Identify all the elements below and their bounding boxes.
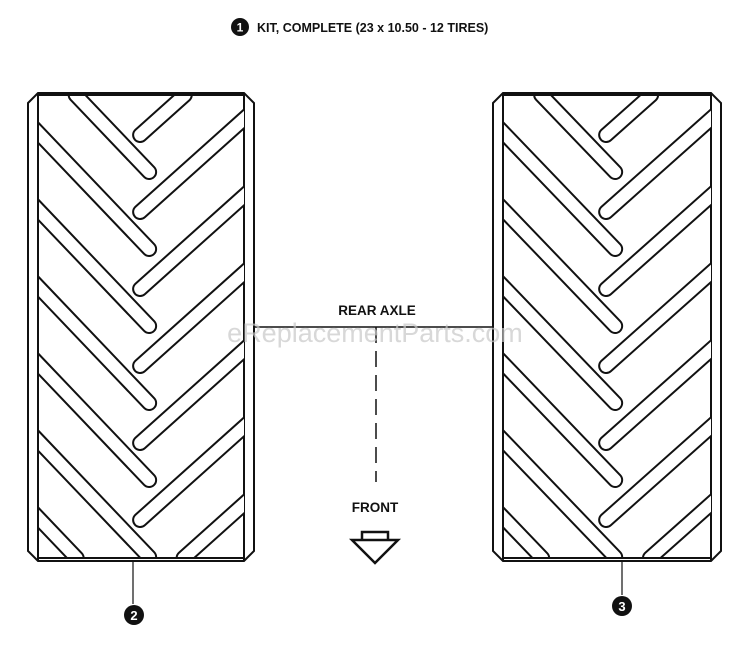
tread-lug-fill — [504, 509, 549, 558]
tread-lug-fill — [600, 418, 711, 526]
tread-lug-fill — [134, 110, 244, 218]
tread-lug-fill — [134, 341, 244, 449]
title-text: KIT, COMPLETE (23 x 10.50 - 12 TIRES) — [257, 21, 488, 35]
tread-lug-fill — [134, 418, 244, 526]
tread-lug-fill — [39, 201, 156, 332]
front-arrow-icon — [348, 530, 402, 565]
tread-lug-fill — [600, 341, 711, 449]
tread-lug-fill — [134, 264, 244, 372]
tread-lug-fill — [504, 355, 622, 486]
tread-lug-fill — [643, 495, 711, 558]
callout-2-circle — [124, 605, 144, 625]
tread-lug-fill — [504, 432, 622, 558]
right-tire[interactable] — [492, 92, 722, 562]
callout-2: 2 — [130, 608, 137, 623]
tread-lug-fill — [600, 187, 711, 295]
tread-lug-fill — [177, 495, 244, 558]
front-label: FRONT — [352, 500, 399, 515]
tread-lug-fill — [69, 96, 156, 178]
tread-lug-fill — [600, 264, 711, 372]
tread-lug-fill — [504, 201, 622, 332]
tread-lug-fill — [134, 96, 191, 141]
watermark: eReplacementParts.com — [227, 318, 523, 348]
tread-lug-fill — [600, 96, 657, 141]
callout-3-circle — [612, 596, 632, 616]
callout-1: 1 — [237, 21, 244, 35]
callout-3: 3 — [618, 599, 625, 614]
left-tire[interactable] — [27, 92, 255, 562]
tread-lug-fill — [134, 187, 244, 295]
tread-lug-fill — [504, 278, 622, 409]
title: 1 KIT, COMPLETE (23 x 10.50 - 12 TIRES) — [231, 18, 488, 36]
callout-1-circle — [231, 18, 249, 36]
rear-axle-label: REAR AXLE — [338, 303, 416, 318]
tread-lug-fill — [535, 96, 622, 178]
tread-lug-fill — [39, 278, 156, 409]
tread-lug-fill — [600, 110, 711, 218]
tread-lug-fill — [39, 124, 156, 255]
tread-pattern — [504, 96, 711, 558]
tread-lug-fill — [39, 509, 83, 558]
tread-pattern — [39, 96, 244, 558]
tread-lug-fill — [39, 355, 156, 486]
tread-lug-fill — [39, 432, 156, 558]
tread-lug-fill — [504, 124, 622, 255]
